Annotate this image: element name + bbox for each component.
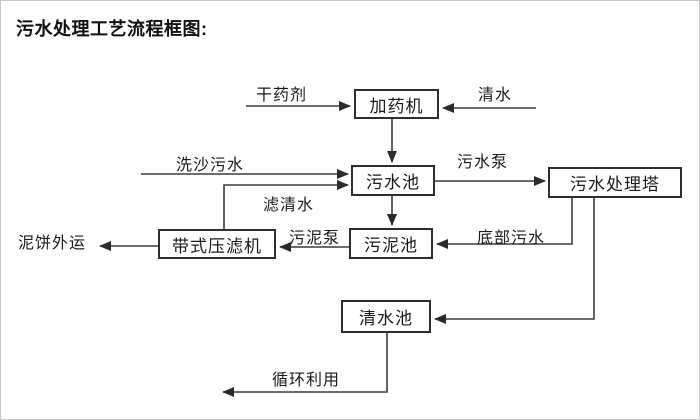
node-treatment-tower-label: 污水处理塔 xyxy=(570,175,660,194)
node-clean-water-pool-label: 清水池 xyxy=(359,309,413,328)
node-belt-filter-press: 带式压滤机 xyxy=(158,229,276,259)
flow-label-bottom-sewage: 底部污水 xyxy=(477,230,546,247)
connector-tower-to-clean-pool xyxy=(434,198,595,324)
connector-clean-pool-to-recycle xyxy=(222,333,388,397)
node-sewage-pool: 污水池 xyxy=(351,165,435,196)
node-sewage-pool-label: 污水池 xyxy=(366,173,420,192)
node-dosing-machine: 加药机 xyxy=(354,89,439,119)
node-sludge-pool-label: 污泥池 xyxy=(364,236,418,255)
flow-label-sewage-pump: 污水泵 xyxy=(457,154,509,171)
flow-label-sludge-pump: 污泥泵 xyxy=(289,230,341,247)
node-sludge-pool: 污泥池 xyxy=(349,228,433,259)
flow-label-sand-washing-sewage: 洗沙污水 xyxy=(176,157,245,174)
node-treatment-tower: 污水处理塔 xyxy=(548,167,682,198)
connector-press-filtered-water-to-sewage-pool xyxy=(223,180,349,229)
connector-tower-bottom-sewage-to-sludge-pool xyxy=(436,198,573,249)
page-title: 污水处理工艺流程框图: xyxy=(16,19,208,39)
flow-label-clean-water: 清水 xyxy=(478,87,513,104)
node-belt-filter-press-label: 带式压滤机 xyxy=(172,236,262,256)
flow-label-recycle-use: 循环利用 xyxy=(272,372,341,389)
flow-label-dry-agent: 干药剂 xyxy=(256,87,308,104)
node-dosing-machine-label: 加药机 xyxy=(369,96,424,116)
flow-label-filtered-clean-water: 滤清水 xyxy=(263,197,315,214)
flow-label-mud-cake-out: 泥饼外运 xyxy=(18,235,87,252)
node-clean-water-pool: 清水池 xyxy=(341,300,431,333)
